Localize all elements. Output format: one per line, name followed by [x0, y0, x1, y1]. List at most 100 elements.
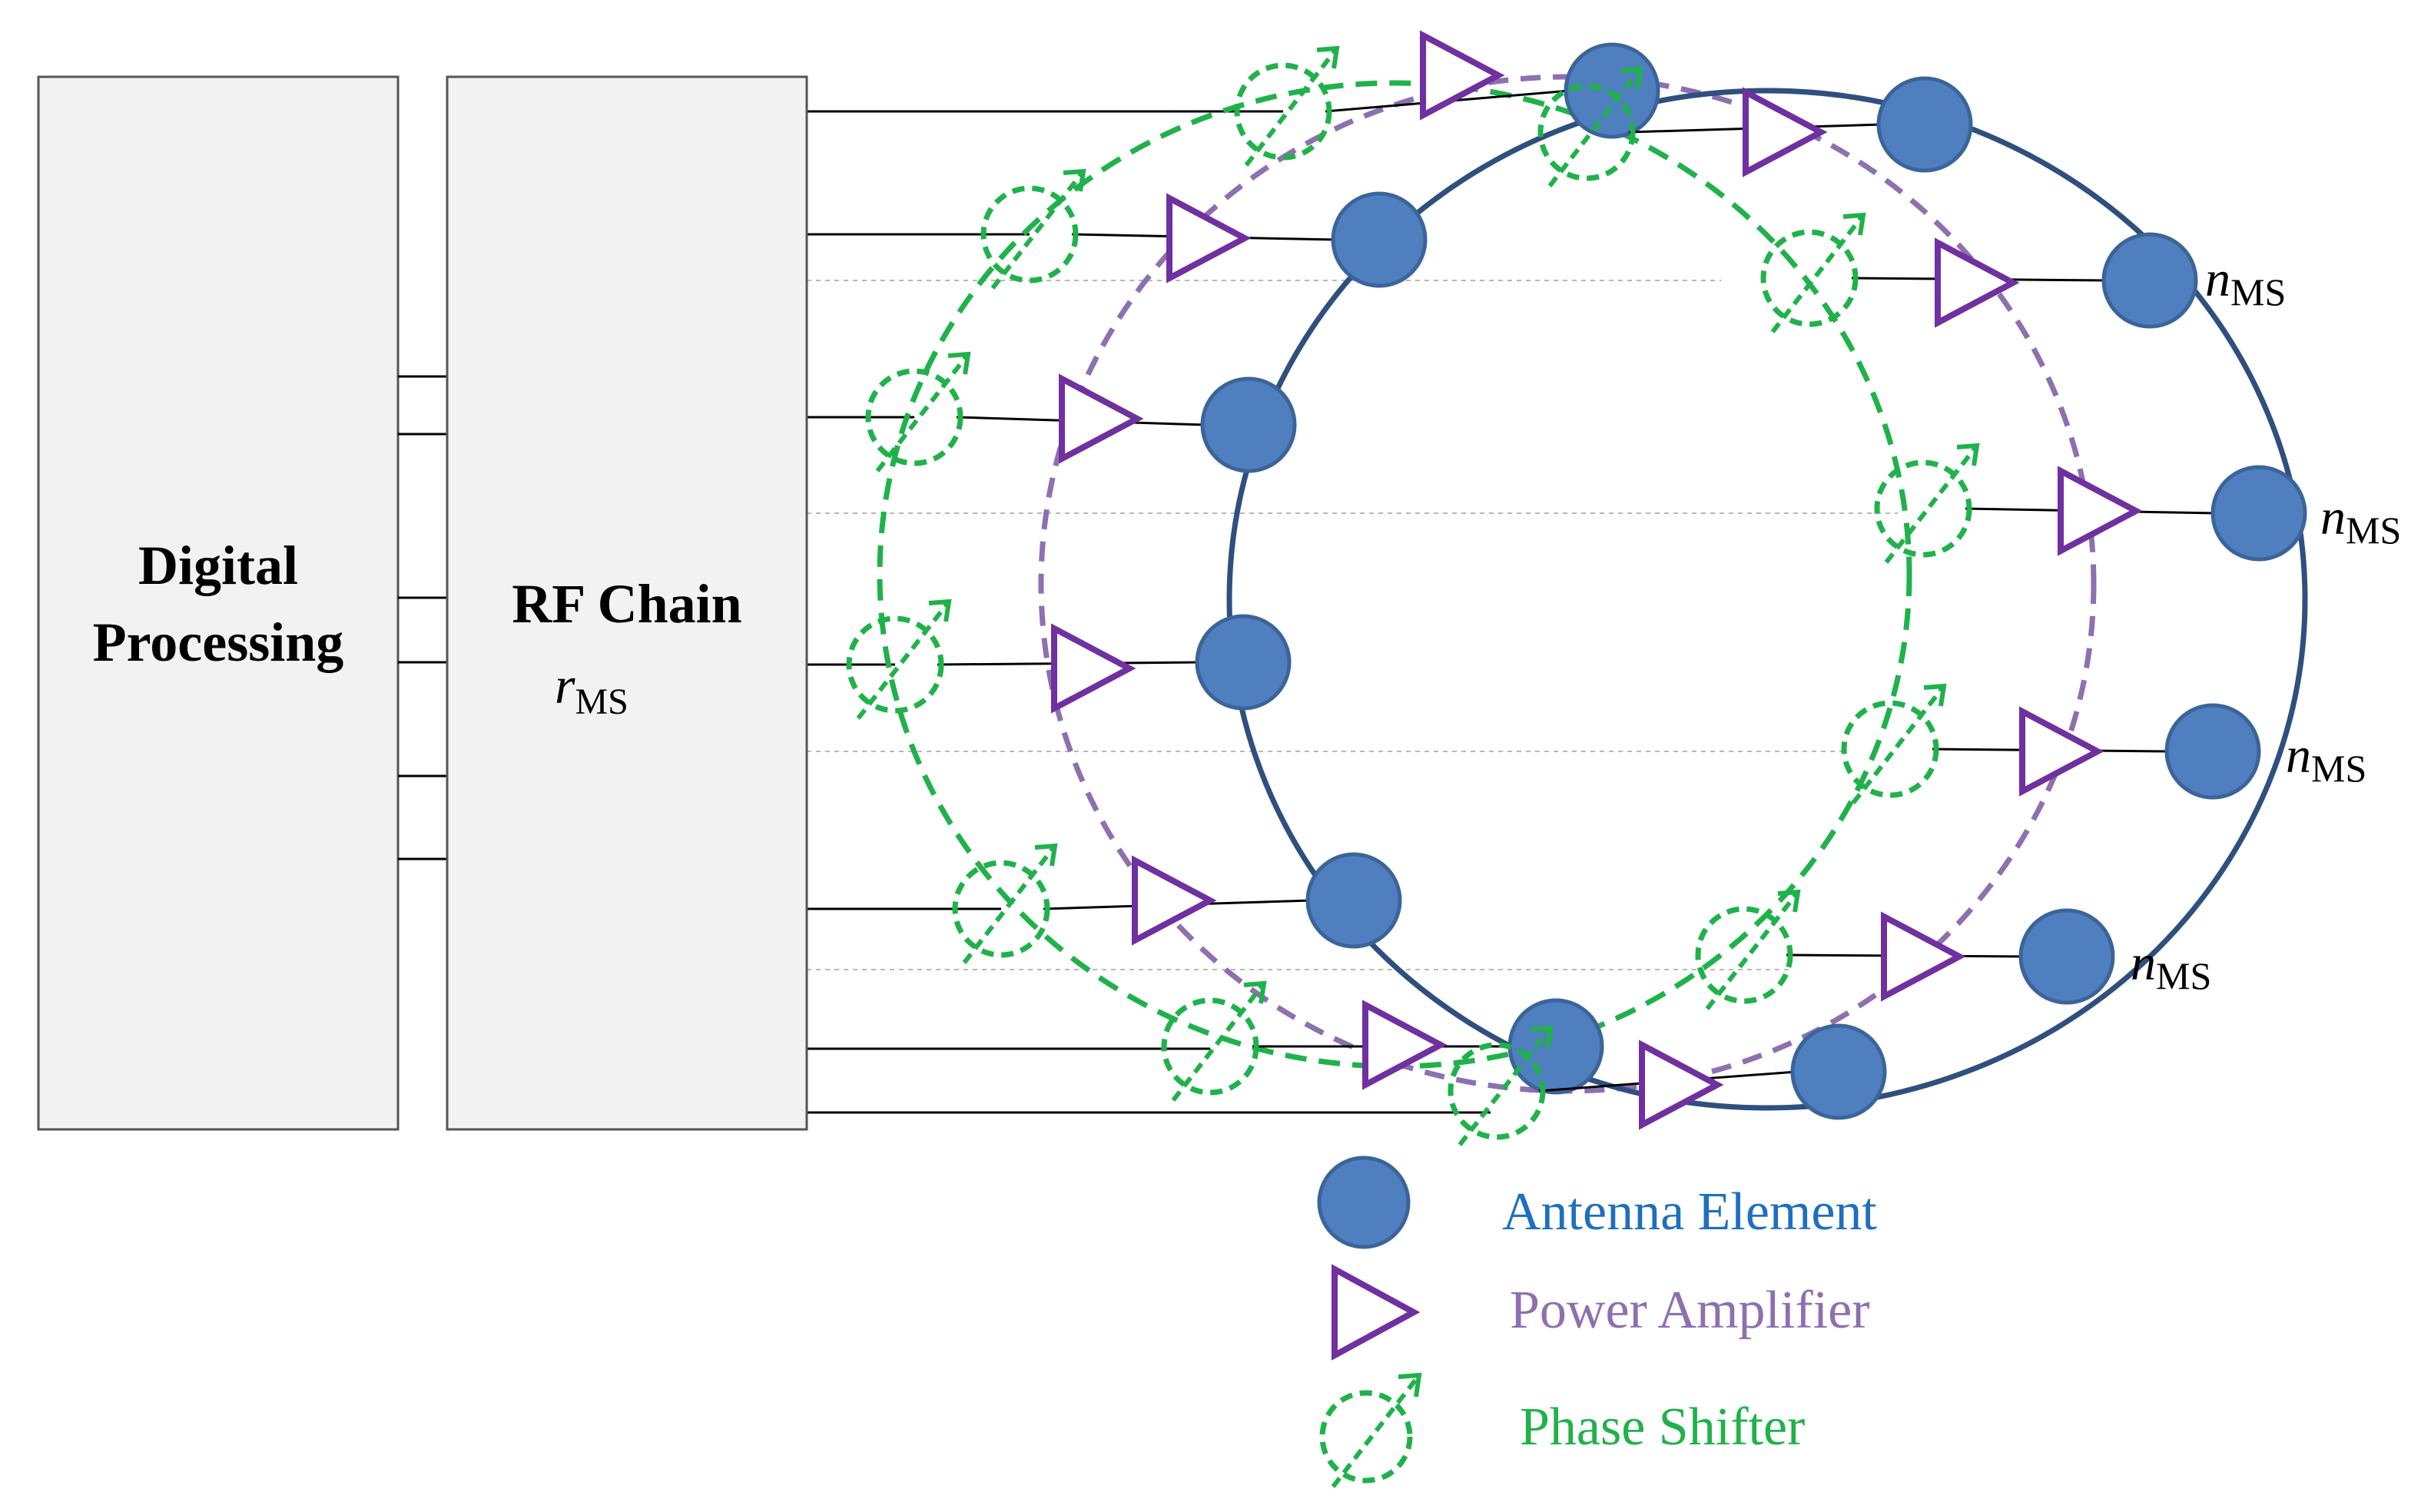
antenna-element-icon [1200, 376, 1297, 473]
phase-shifter-icon [952, 860, 1050, 958]
antenna-element-icon [1305, 852, 1402, 949]
element-chain [1695, 889, 2115, 1010]
phase-shifter-arrowhead [1842, 212, 1866, 236]
phase-shifter-arrow [1458, 1026, 1553, 1146]
element-chain [865, 351, 1297, 473]
power-amplifier-icon [1420, 30, 1505, 121]
phase-shifter-arrowhead [1243, 980, 1267, 1004]
element-chain [1234, 30, 1660, 167]
antenna-count-symbol: n [2131, 935, 2156, 991]
phase-shifter-icon [1161, 997, 1259, 1096]
antenna-count-label: nMS [2205, 251, 2286, 313]
power-amplifier-icon [1639, 1040, 1724, 1130]
rf-chain-label: RF Chain [512, 573, 741, 635]
power-amplifier-icon [1881, 911, 1966, 1002]
phase-shifter-icon [1234, 62, 1332, 161]
element-chain [1874, 443, 2307, 564]
legend-phase-shifter-icon [1319, 1372, 1422, 1488]
element-chain [1760, 212, 2198, 333]
phase-shifter-arrow [962, 844, 1057, 964]
element-chain [846, 598, 1292, 720]
element-chain [1537, 66, 1973, 187]
antenna-element-icon [1331, 191, 1428, 288]
antenna-count-subscript: MS [2346, 509, 2401, 552]
antenna-count-subscript: MS [2311, 747, 2366, 790]
phase-shifter-icon [865, 368, 963, 466]
antenna-element-icon [2210, 465, 2307, 562]
rf-chain-count-subscript: MS [575, 681, 628, 722]
block-connections [398, 375, 447, 860]
phase-shifter-arrowhead [1063, 168, 1086, 192]
phase-shifter-arrow [1851, 685, 1946, 804]
power-amplifier-icon [1132, 855, 1217, 946]
rf-chain-block [446, 75, 808, 1131]
phase-shifter-arrow [1705, 890, 1800, 1010]
power-amplifier-icon [2058, 466, 2143, 556]
antenna-element-icon [1790, 1023, 1887, 1120]
phase-shifter-arrowhead [928, 598, 952, 622]
phase-shifter-arrowhead [1034, 843, 1058, 867]
phase-shifter-arrowhead [1530, 1025, 1554, 1049]
power-amplifier-icon [1935, 237, 2020, 328]
legend-antenna-icon [1317, 1156, 1411, 1249]
rf-chain-count: rMS [555, 656, 628, 722]
phase-shifter-icon [1874, 459, 1972, 558]
phase-shifter-arrowhead [1956, 443, 1980, 466]
phase-shifter-arrowhead [947, 351, 971, 375]
phase-shifter-icon [1760, 229, 1859, 327]
antenna-element-icon [2164, 703, 2261, 800]
power-amplifier-icon [1051, 623, 1136, 714]
legend: Antenna Element Power Amplifier Phase Sh… [1317, 1156, 1877, 1488]
phase-shifter-arrowhead [1777, 889, 1801, 913]
phase-shifter-arrow [1770, 214, 1866, 333]
antenna-count-label: nMS [2286, 728, 2366, 790]
phase-shifter-arrowhead [1620, 66, 1643, 90]
power-amplifier-icon [1743, 87, 1828, 177]
phase-shifter-arrow [1171, 982, 1266, 1102]
antenna-count-label: nMS [2131, 935, 2211, 997]
rf-chain-count-symbol: r [555, 656, 575, 715]
phase-shifter-icon [980, 185, 1079, 284]
phase-shifter-arrow [1244, 47, 1339, 167]
element-chain [980, 168, 1428, 290]
legend-antenna-label: Antenna Element [1502, 1182, 1877, 1242]
phase-shifter-icon [846, 615, 944, 714]
phase-shifter-arrow [1547, 68, 1643, 187]
antenna-count-subscript: MS [2156, 954, 2211, 997]
antenna-count-label: nMS [2320, 489, 2401, 552]
power-amplifier-icon [1166, 193, 1252, 284]
antenna-count-symbol: n [2205, 251, 2230, 307]
digital-processing-label-line2: Processing [93, 612, 344, 673]
legend-amplifier-label: Power Amplifier [1510, 1281, 1870, 1340]
phase-shifter-icon [1448, 1042, 1546, 1140]
phase-shifter-arrow [1884, 444, 1979, 564]
legend-phase-shifter-label: Phase Shifter [1520, 1398, 1805, 1457]
phase-shifter-arrowhead [1923, 683, 1947, 707]
element-chain [952, 843, 1402, 964]
phase-shifter-arrow [990, 170, 1086, 290]
power-amplifier-icon [1059, 373, 1144, 464]
antenna-count-subscript: MS [2230, 270, 2286, 313]
antenna-element-icon [1507, 998, 1604, 1095]
phase-shifter-icon [1537, 83, 1636, 181]
phase-shifter-arrow [856, 600, 951, 720]
antenna-element-icon [1195, 614, 1292, 711]
phase-shifter-icon [1695, 906, 1793, 1004]
antenna-element-icon [2018, 908, 2115, 1005]
phase-shifter-icon [1841, 700, 1939, 798]
antenna-count-symbol: n [2320, 489, 2346, 545]
element-chain [1161, 980, 1604, 1102]
element-chain [1841, 683, 2261, 804]
antenna-element-icon [1876, 76, 1973, 173]
digital-processing-block [37, 75, 400, 1131]
digital-processing-label-line1: Digital [138, 535, 298, 596]
phase-shifter-arrow [875, 353, 970, 472]
antenna-count-symbol: n [2286, 728, 2311, 784]
antenna-element-icon [2101, 232, 2198, 329]
array-elements [846, 30, 2307, 1146]
power-amplifier-icon [1362, 1000, 1448, 1090]
dotted-guide-lines [807, 280, 1898, 970]
element-chain [1448, 1023, 1887, 1146]
